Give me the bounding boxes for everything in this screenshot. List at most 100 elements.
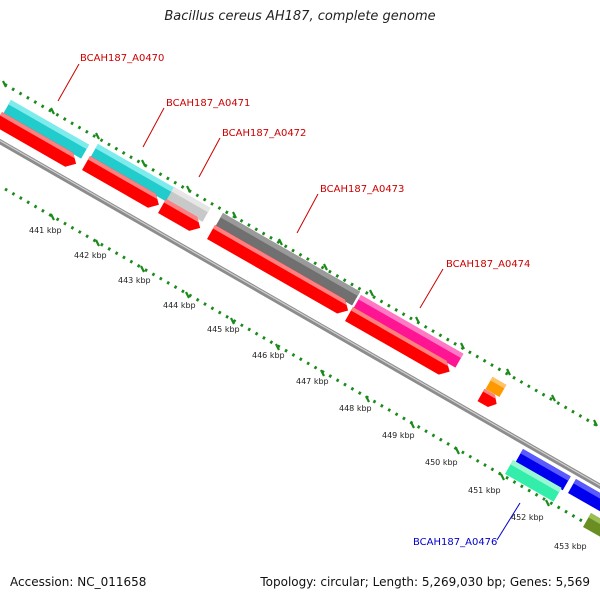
gene-label-a0472[interactable]: BCAH187_A0472 bbox=[222, 128, 306, 139]
gene-a0470-shade bbox=[8, 100, 90, 150]
outer-tick bbox=[593, 419, 598, 427]
cds-red-5-arrow bbox=[345, 307, 450, 375]
leader-a0472 bbox=[198, 137, 221, 178]
gene-label-a0476[interactable]: BCAH187_A0476 bbox=[413, 537, 497, 548]
accession-text: Accession: NC_011658 bbox=[10, 575, 147, 589]
gene-label-leaders bbox=[57, 63, 521, 541]
inner-tick bbox=[230, 317, 235, 325]
cds-red-5-shade bbox=[350, 307, 449, 367]
scale-label: 443 kbp bbox=[118, 276, 151, 285]
gene-blue-2-shade bbox=[573, 479, 600, 504]
leader-a0476 bbox=[496, 502, 521, 541]
scale-label: 451 kbp bbox=[468, 486, 501, 495]
outer-tick bbox=[2, 80, 7, 88]
cds-red-4-arrow bbox=[207, 225, 349, 314]
outer-tick bbox=[278, 238, 283, 246]
outer-tick bbox=[369, 289, 374, 297]
inner-tick-track bbox=[4, 187, 600, 533]
gene-a0476[interactable] bbox=[505, 460, 562, 502]
gene-a0471[interactable] bbox=[90, 144, 177, 203]
gene-label-a0473[interactable]: BCAH187_A0473 bbox=[320, 184, 404, 195]
outer-dotted-track bbox=[0, 80, 600, 429]
gene-olive[interactable] bbox=[583, 513, 600, 542]
scale-label: 447 kbp bbox=[296, 377, 329, 386]
cds-red-4-shade bbox=[212, 225, 347, 306]
scale-label: 453 kbp bbox=[554, 542, 587, 551]
scale-label: 446 kbp bbox=[252, 351, 285, 360]
outer-tick bbox=[95, 132, 100, 140]
gene-a0473-shade bbox=[220, 213, 361, 296]
gene-blue-1[interactable] bbox=[515, 449, 571, 491]
scale-label: 441 kbp bbox=[29, 226, 62, 235]
gene-a0476-shade bbox=[510, 460, 562, 493]
inner-tick bbox=[500, 473, 505, 481]
inner-tick bbox=[320, 369, 325, 377]
inner-tick bbox=[140, 265, 145, 273]
inner-tick bbox=[50, 213, 55, 221]
outer-tick-track bbox=[0, 80, 600, 429]
gene-a0472-shade bbox=[171, 187, 211, 213]
cds-red-2[interactable] bbox=[82, 156, 163, 212]
genome-summary: Topology: circular; Length: 5,269,030 bp… bbox=[260, 575, 590, 589]
gene-a0473-block bbox=[215, 213, 361, 306]
cds-red-6-shade bbox=[482, 388, 497, 399]
gene-a0474-shade bbox=[358, 295, 464, 359]
gene-a0470[interactable] bbox=[3, 100, 90, 159]
outer-tick bbox=[323, 263, 328, 271]
leader-a0474 bbox=[419, 268, 444, 309]
backbone-highlight bbox=[0, 140, 600, 486]
cds-red-1-arrow bbox=[0, 112, 77, 167]
gene-label-a0470[interactable]: BCAH187_A0470 bbox=[80, 53, 164, 64]
backbone-line bbox=[0, 138, 600, 490]
leader-a0471 bbox=[142, 107, 165, 148]
gene-a0471-shade bbox=[95, 144, 177, 194]
map-title: Bacillus cereus AH187, complete genome bbox=[164, 9, 436, 24]
scale-label: 445 kbp bbox=[207, 325, 240, 334]
outer-tick bbox=[506, 368, 511, 376]
outer-tick bbox=[232, 211, 237, 219]
scale-label: 442 kbp bbox=[74, 251, 107, 260]
inner-tick bbox=[275, 343, 280, 351]
leader-a0473 bbox=[296, 193, 319, 234]
outer-tick bbox=[415, 316, 420, 324]
gene-a0473[interactable] bbox=[215, 213, 361, 306]
cds-red-3-shade bbox=[163, 199, 199, 223]
cds-red-4[interactable] bbox=[207, 225, 352, 317]
gene-a0472-block bbox=[166, 187, 211, 222]
gene-a0470-block bbox=[3, 100, 90, 159]
cds-red-1[interactable] bbox=[0, 112, 80, 171]
gene-orange-small[interactable] bbox=[485, 376, 507, 398]
inner-tick bbox=[185, 291, 190, 299]
scale-label: 452 kbp bbox=[511, 513, 544, 522]
gene-blue-2[interactable] bbox=[568, 479, 600, 513]
outer-tick bbox=[141, 159, 146, 167]
cds-red-5[interactable] bbox=[345, 307, 454, 379]
gene-a0474-block bbox=[353, 295, 464, 368]
inner-tick bbox=[410, 421, 415, 429]
cds-red-1-shade bbox=[0, 112, 75, 159]
scale-label: 448 kbp bbox=[339, 404, 372, 413]
cds-red-3[interactable] bbox=[158, 199, 204, 235]
inner-tick bbox=[545, 499, 550, 507]
gene-blue-1-shade bbox=[520, 449, 571, 481]
leader-a0470 bbox=[57, 63, 80, 102]
scale-label: 444 kbp bbox=[163, 301, 196, 310]
outer-tick bbox=[186, 185, 191, 193]
inner-tick bbox=[95, 239, 100, 247]
genome-backbone bbox=[0, 138, 600, 490]
cds-red-3-arrow bbox=[158, 199, 201, 231]
gene-a0472[interactable] bbox=[166, 187, 211, 222]
inner-tick bbox=[365, 395, 370, 403]
gene-olive-block bbox=[583, 513, 600, 542]
gene-a0471-block bbox=[90, 144, 177, 203]
gene-label-a0471[interactable]: BCAH187_A0471 bbox=[166, 98, 250, 109]
gene-a0474[interactable] bbox=[353, 295, 464, 368]
cds-red-2-arrow bbox=[82, 156, 159, 208]
outer-tick bbox=[50, 107, 55, 115]
gene-a0476-block bbox=[505, 460, 562, 502]
outer-tick bbox=[551, 394, 556, 402]
gene-orange-shade bbox=[490, 376, 507, 389]
gene-label-a0474[interactable]: BCAH187_A0474 bbox=[446, 259, 530, 270]
cds-red-6[interactable] bbox=[477, 388, 501, 410]
